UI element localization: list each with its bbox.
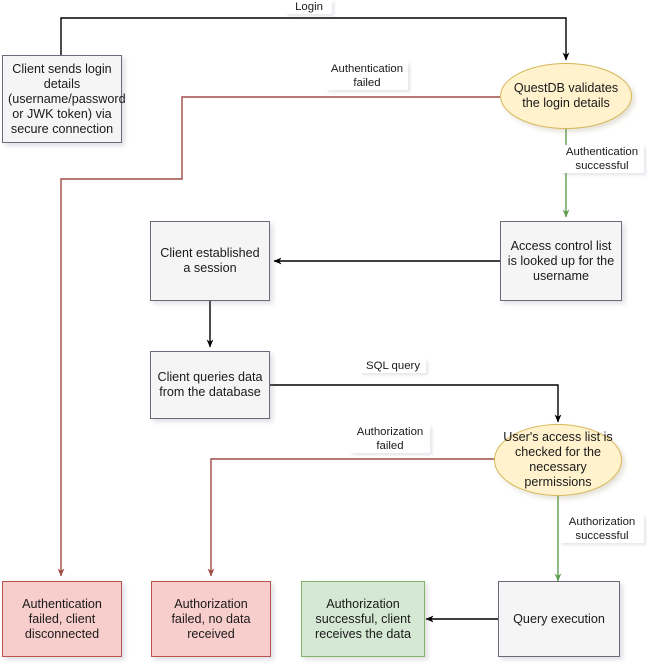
node-authorization-successful-label: Authorization successful, client receive… xyxy=(315,596,411,641)
node-authentication-failed-label: Authentication failed, client disconnect… xyxy=(22,596,102,641)
node-client-queries-label: Client queries data from the database xyxy=(157,370,263,399)
node-authorization-successful[interactable]: Authorization successful, client receive… xyxy=(301,581,425,657)
node-client-login-label: Client sends login details (username/pas… xyxy=(8,61,126,136)
node-acl-check[interactable]: User's access list is checked for the ne… xyxy=(494,424,622,496)
edge-label-authentication-failed: Authentication failed xyxy=(326,62,408,90)
node-acl-lookup[interactable]: Access control list is looked up for the… xyxy=(500,221,622,301)
node-authorization-failed-label: Authorization failed, no data received xyxy=(171,596,251,641)
node-authentication-failed[interactable]: Authentication failed, client disconnect… xyxy=(2,581,122,657)
edge-authorization-failed xyxy=(207,458,500,577)
edge-sql-query xyxy=(270,384,562,423)
edge-label-authorization-failed: Authorization failed xyxy=(350,425,430,453)
node-client-queries[interactable]: Client queries data from the database xyxy=(150,351,270,419)
node-authorization-failed[interactable]: Authorization failed, no data received xyxy=(151,581,271,657)
edge-label-authorization-successful: Authorization successful xyxy=(560,515,644,543)
node-session-established-label: Client established a session xyxy=(160,246,260,275)
node-client-login[interactable]: Client sends login details (username/pas… xyxy=(2,55,126,143)
edge-label-authentication-successful: Authentication successful xyxy=(560,145,644,173)
node-query-execution-label: Query execution xyxy=(513,611,605,626)
node-acl-check-label: User's access list is checked for the ne… xyxy=(503,430,613,489)
node-query-execution[interactable]: Query execution xyxy=(498,581,620,657)
node-session-established[interactable]: Client established a session xyxy=(150,221,270,301)
edge-label-sql-query: SQL query xyxy=(360,359,426,373)
node-acl-lookup-label: Access control list is looked up for the… xyxy=(507,238,615,283)
edge-login xyxy=(60,17,570,61)
node-questdb-validate-label: QuestDB validates the login details xyxy=(513,81,619,110)
edge-label-login: Login xyxy=(286,0,332,14)
edge-authentication-failed xyxy=(57,96,500,577)
node-questdb-validate[interactable]: QuestDB validates the login details xyxy=(500,63,632,129)
